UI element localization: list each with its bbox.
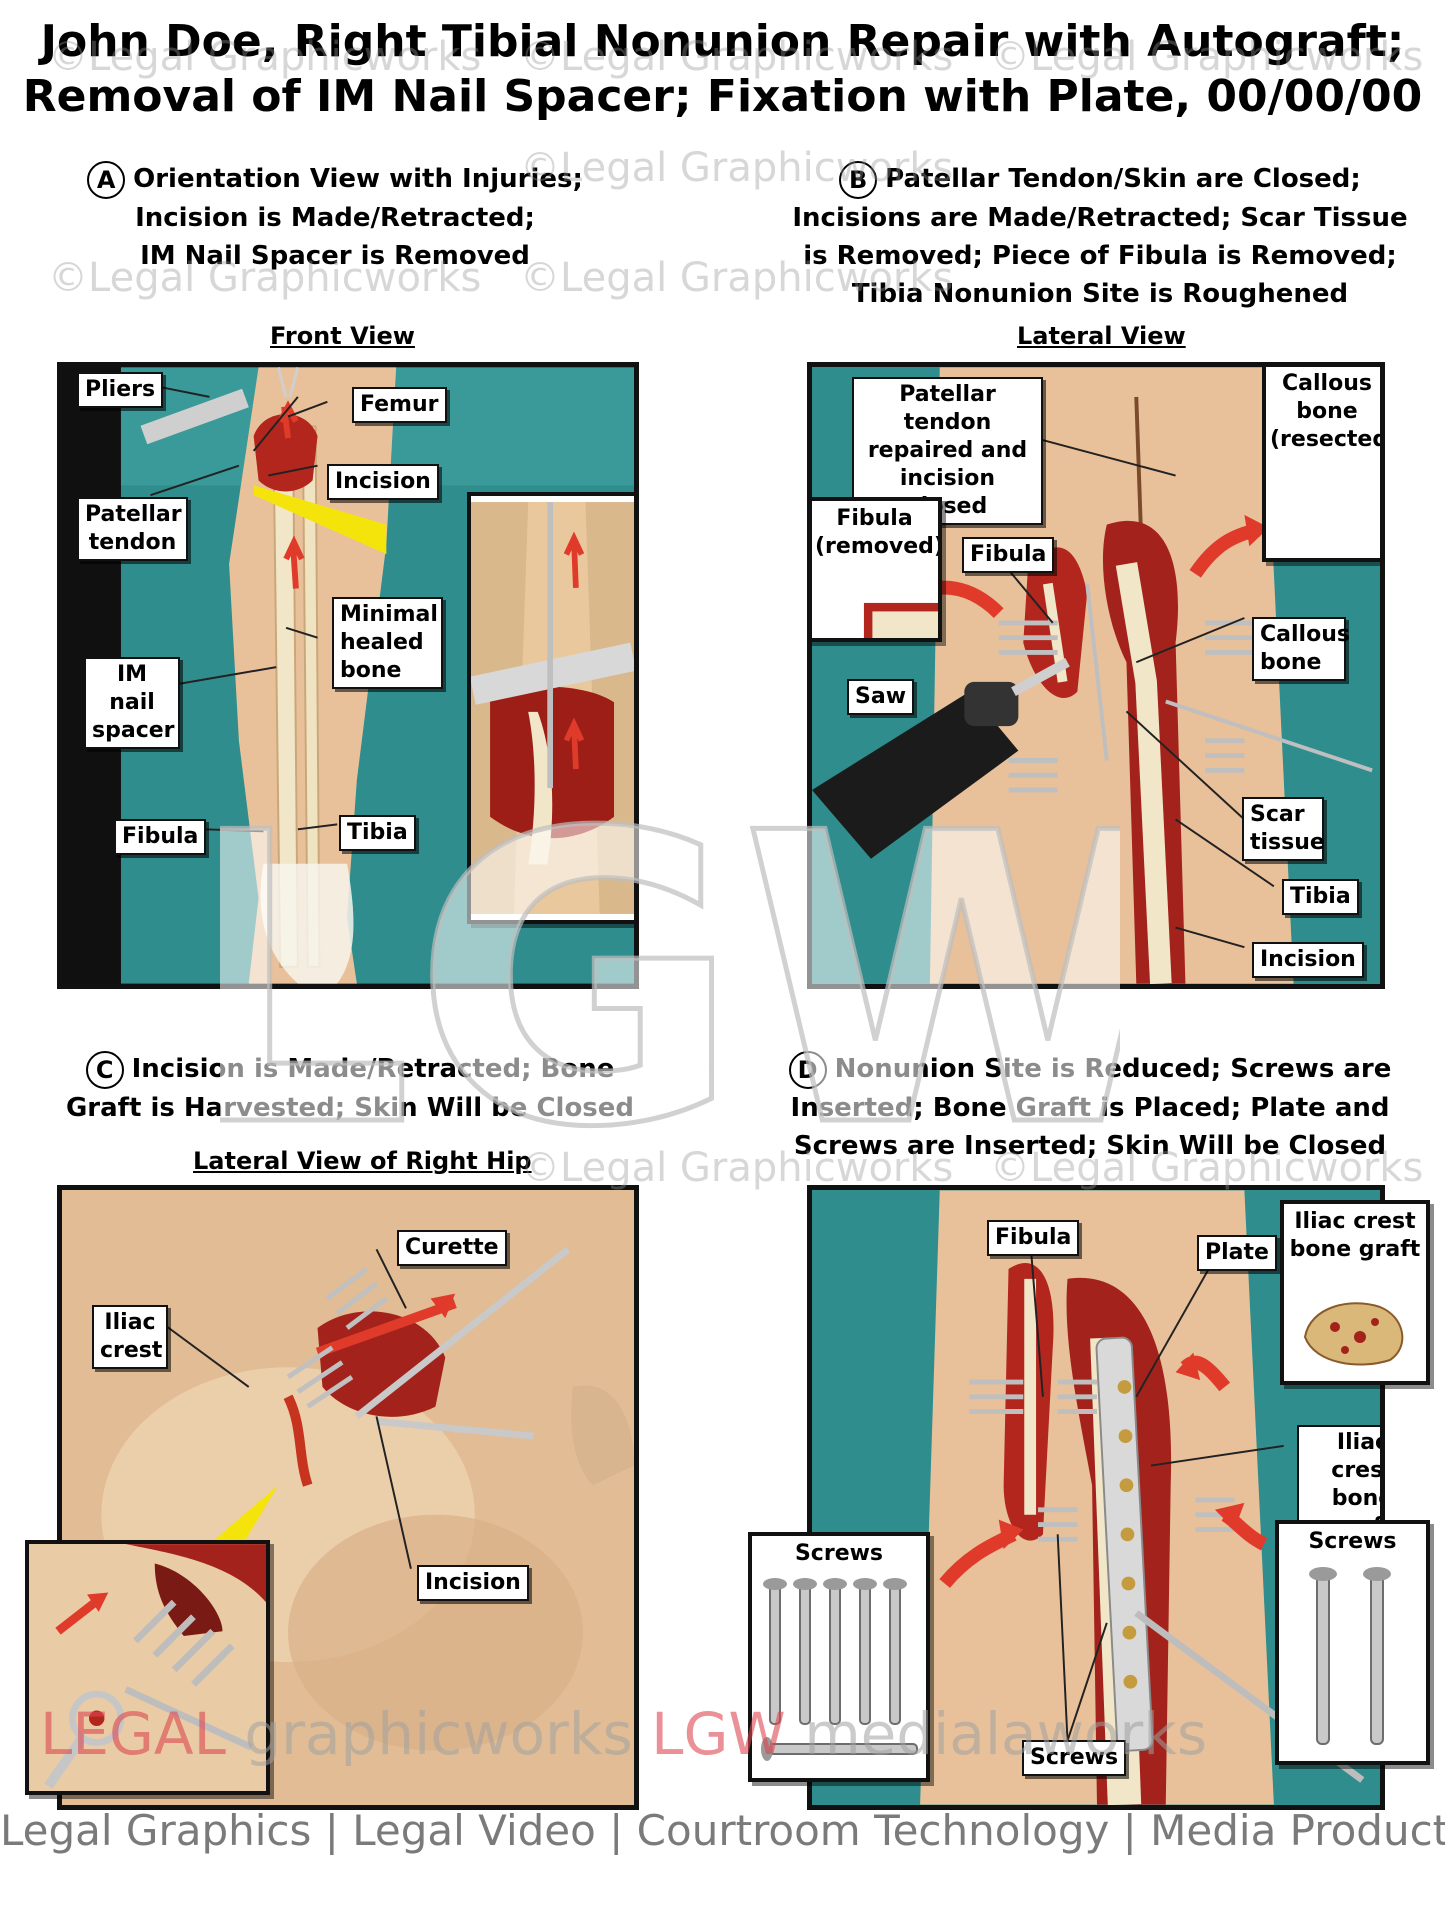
inset-d-iliac-crest-bone-graft: Iliac crest bone graft — [1280, 1200, 1430, 1385]
label-d-fibula: Fibula — [987, 1220, 1080, 1256]
label-c-incision: Incision — [417, 1565, 529, 1601]
section-a-heading-line-3: IM Nail Spacer is Removed — [140, 240, 530, 271]
section-a-view-label: Front View — [270, 322, 415, 350]
section-d-heading-line-1: Nonunion Site is Reduced; Screws are — [834, 1054, 1392, 1084]
section-c-heading-line-2: Graft is Harvested; Skin Will be Closed — [65, 1092, 635, 1123]
label-b-incision: Incision — [1252, 942, 1364, 978]
title-line-1: John Doe, Right Tibial Nonunion Repair w… — [40, 16, 1405, 67]
section-d-heading-line-2: Inserted; Bone Graft is Placed; Plate an… — [790, 1092, 1390, 1123]
screw-set-icon — [761, 1578, 918, 1761]
callous-bone-specimen-icon — [1266, 484, 1385, 562]
label-b-fibula-removed: Fibula (removed) — [815, 506, 942, 559]
label-b-callous-bone: Callous bone — [1252, 617, 1350, 681]
screw-pair-icon — [1309, 1567, 1391, 1745]
label-b-saw: Saw — [847, 679, 915, 715]
bone-graft-chips-icon — [1303, 1302, 1404, 1366]
label-c-iliac-crest: Iliac crest — [92, 1305, 168, 1369]
section-b-view-label: Lateral View — [1017, 322, 1186, 350]
panel-c-zoom-art — [29, 1544, 266, 1791]
panel-a-zoom-art — [471, 502, 634, 914]
inset-d-screws-right: Screws — [1275, 1520, 1430, 1765]
panel-a-zoom-inset — [467, 492, 634, 924]
label-d-screws-right: Screws — [1308, 1529, 1397, 1554]
section-b-letter: B — [839, 160, 878, 199]
label-b-patellar-tendon: Patellar tendon repaired and incision cl… — [852, 377, 1043, 525]
inset-b-callous-resected: Callous bone (resected) — [1262, 367, 1385, 562]
label-c-curette: Curette — [397, 1230, 507, 1266]
panel-c-zoom-inset — [25, 1540, 270, 1795]
label-a-incision: Incision — [327, 464, 439, 500]
inset-d-screws-left: Screws — [748, 1532, 930, 1782]
section-a-heading-line-1: Orientation View with Injuries; — [133, 164, 583, 194]
section-b-heading-line-2: Incisions are Made/Retracted; Scar Tissu… — [792, 202, 1408, 233]
fibula-piece-icon — [863, 602, 938, 638]
label-b-fibula: Fibula — [962, 537, 1055, 573]
label-a-im-nail-spacer: IM nail spacer — [84, 657, 180, 749]
panel-d-art — [920, 1190, 1365, 1805]
section-c-view-label: Lateral View of Right Hip — [193, 1147, 532, 1175]
section-a-heading-line-2: Incision is Made/Retracted; — [135, 202, 535, 233]
footer-tagline: Legal Graphics | Legal Video | Courtroom… — [0, 1806, 1445, 1855]
label-b-scar-tissue: Scar tissue — [1242, 797, 1325, 861]
label-b-tibia: Tibia — [1282, 879, 1359, 915]
section-b-heading-line-4: Tibia Nonunion Site is Roughened — [851, 278, 1349, 309]
label-a-fibula: Fibula — [114, 819, 207, 855]
section-b-heading-line-1: Patellar Tendon/Skin are Closed; — [885, 164, 1361, 194]
title-line-2: Removal of IM Nail Spacer; Fixation with… — [22, 71, 1423, 122]
panel-a-illustration: Pliers Femur Incision Patellar tendon Mi… — [57, 362, 639, 989]
panel-b-illustration: Patellar tendon repaired and incision cl… — [807, 362, 1385, 989]
label-b-callous-resected: Callous bone (resected) — [1270, 371, 1380, 452]
label-a-patellar-tendon: Patellar tendon — [77, 497, 188, 561]
label-d-screws-bottom: Screws — [1022, 1740, 1127, 1776]
section-b-heading-line-3: is Removed; Piece of Fibula is Removed; — [803, 240, 1397, 271]
page-title: John Doe, Right Tibial Nonunion Repair w… — [0, 14, 1445, 124]
label-d-plate: Plate — [1197, 1235, 1277, 1271]
label-a-pliers: Pliers — [77, 372, 164, 408]
section-d-letter: D — [788, 1050, 827, 1089]
label-a-tibia: Tibia — [339, 815, 416, 851]
section-a-letter: A — [87, 160, 126, 199]
label-d-screws-left: Screws — [794, 1541, 884, 1566]
label-d-iliac-graft-inset: Iliac crest bone graft — [1289, 1209, 1421, 1262]
section-c-letter: C — [85, 1050, 124, 1089]
section-c-heading-line-1: Incision is Made/Retracted; Bone — [131, 1054, 615, 1084]
inset-b-fibula-removed: Fibula (removed) — [812, 497, 942, 642]
section-d-heading-line-3: Screws are Inserted; Skin Will be Closed — [793, 1130, 1387, 1161]
label-a-femur: Femur — [352, 387, 447, 423]
label-a-minimal-healed-bone: Minimal healed bone — [332, 597, 443, 689]
